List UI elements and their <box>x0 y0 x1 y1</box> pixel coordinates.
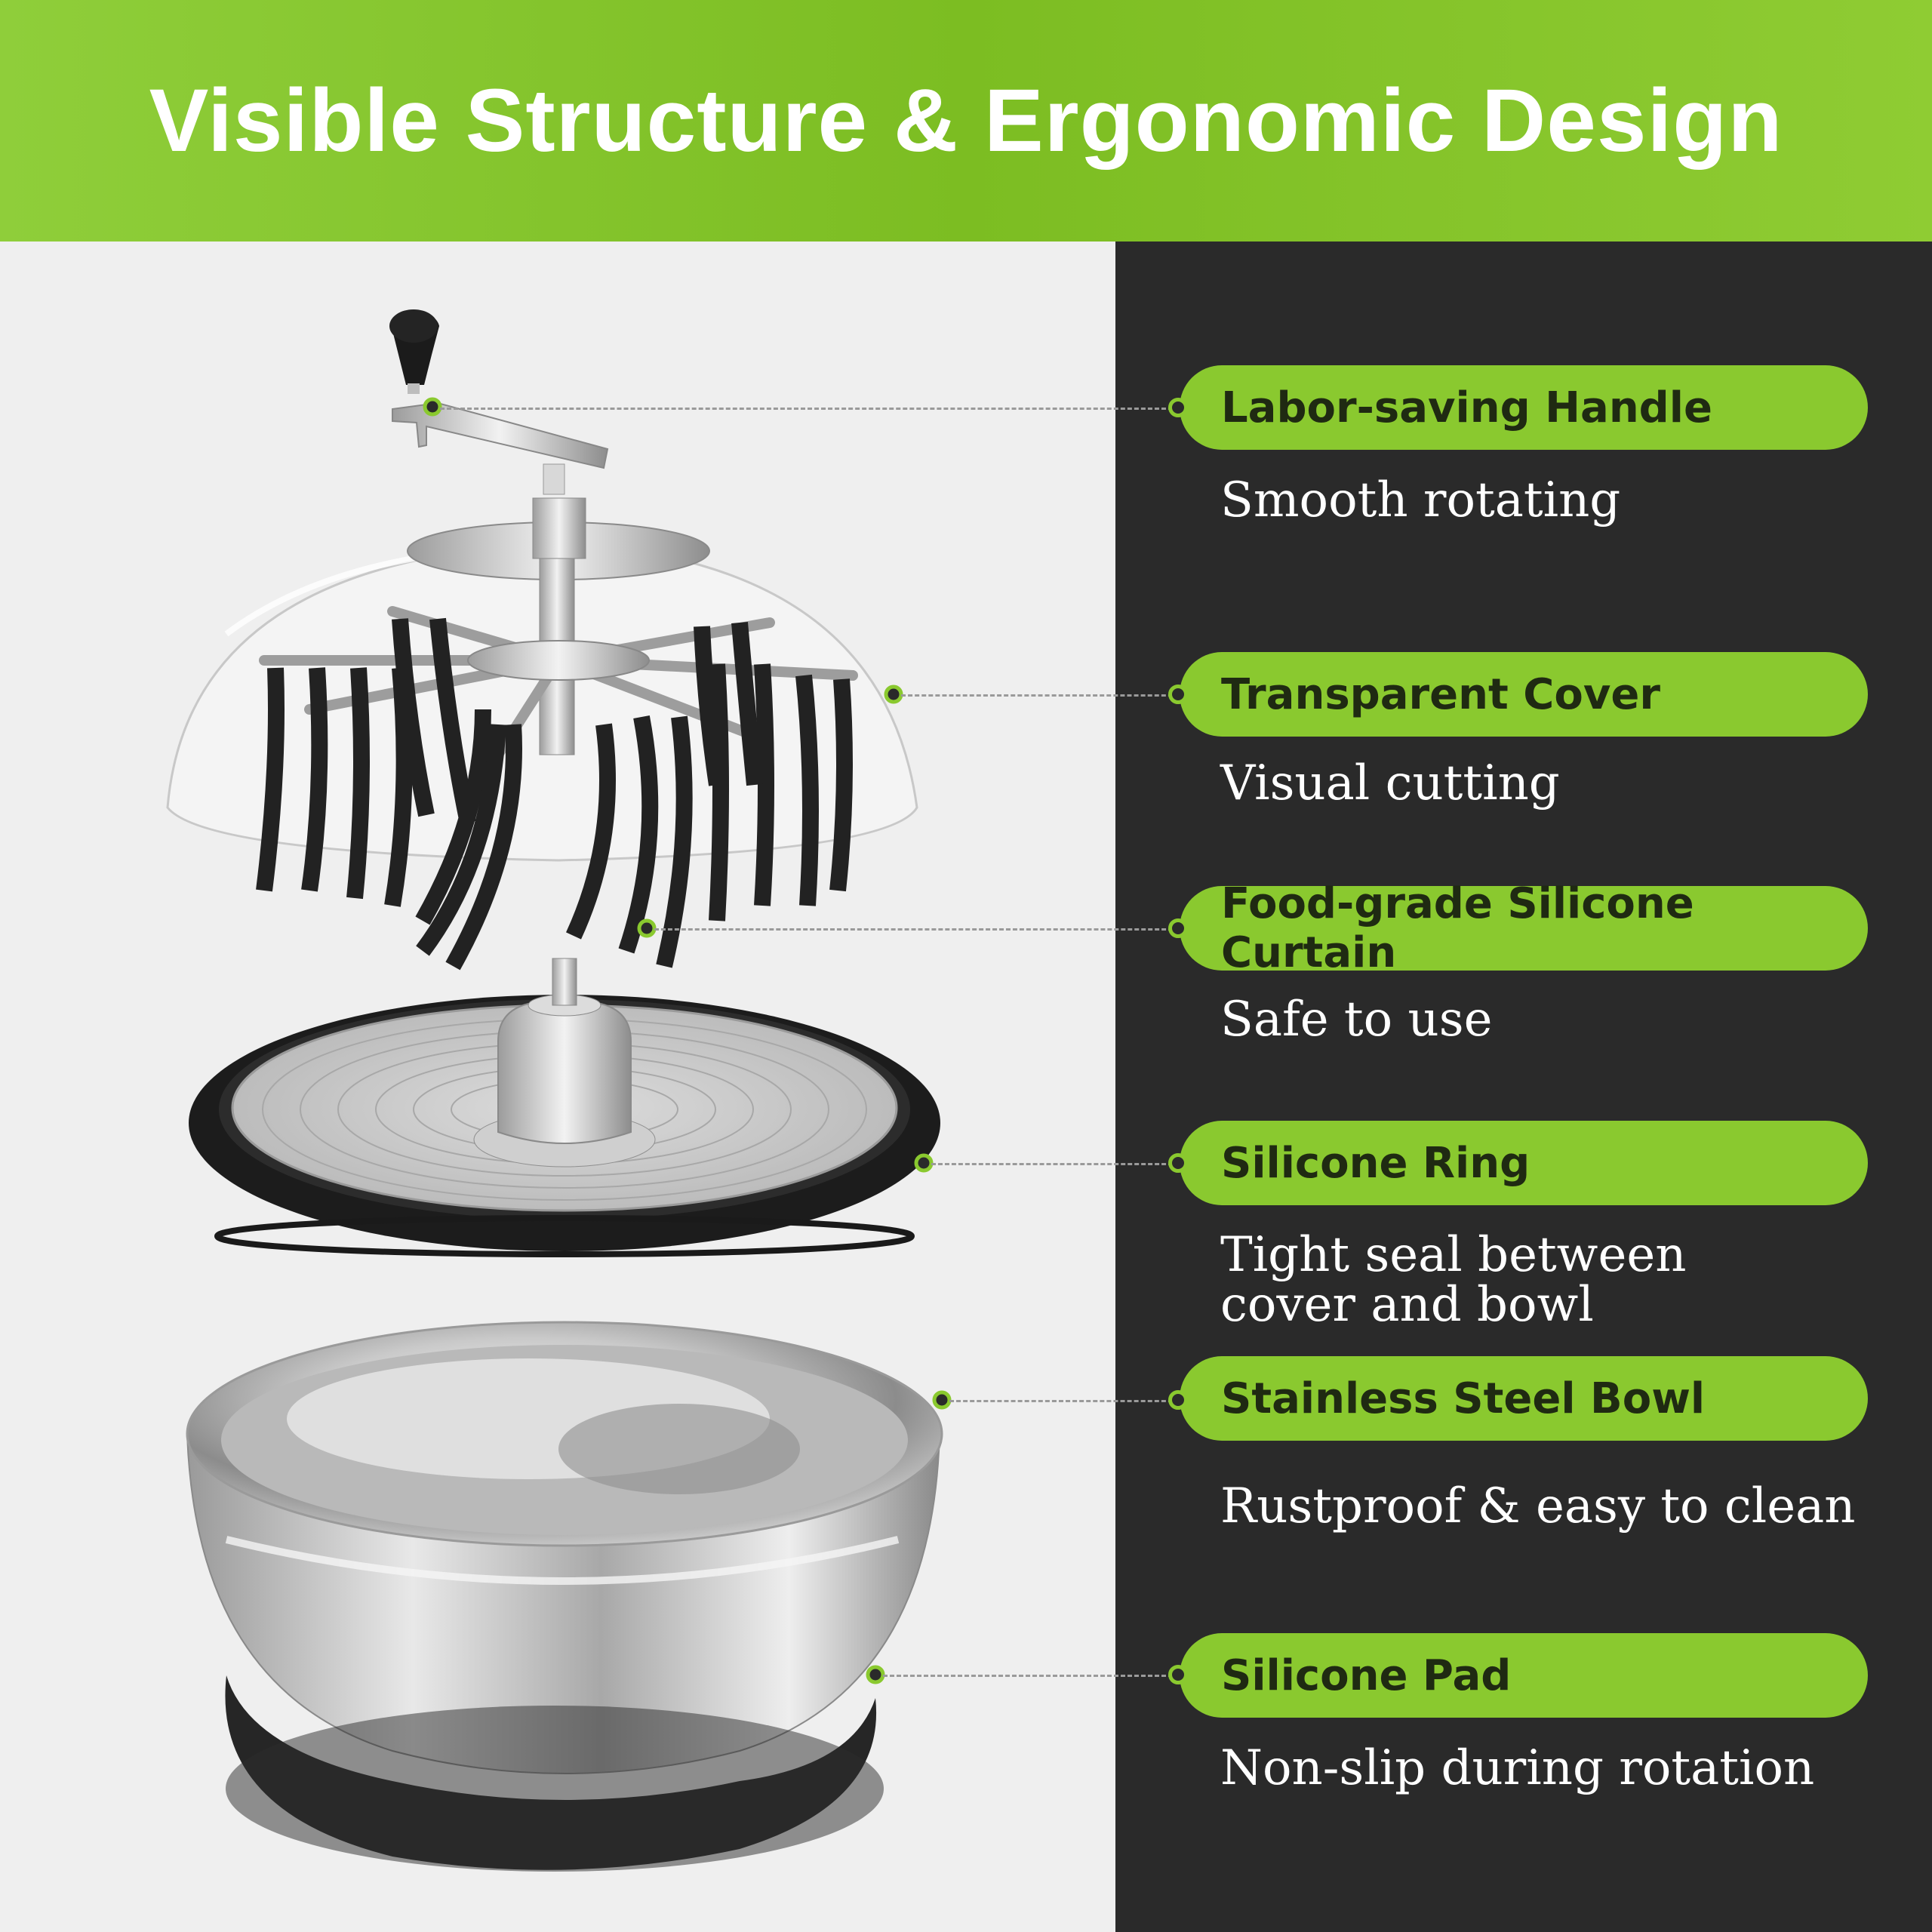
header-banner: Visible Structure & Ergonomic Design <box>0 0 1932 242</box>
cover-part <box>166 497 918 971</box>
feature-desc-bowl: Rustproof & easy to clean <box>1220 1478 1856 1534</box>
bullet-dot-icon <box>1168 1153 1188 1173</box>
page-title: Visible Structure & Ergonomic Design <box>149 71 1783 171</box>
bullet-dot-icon <box>1168 1390 1188 1410</box>
product-exploded-illustration <box>166 309 952 1872</box>
bullet-dot-icon <box>1168 918 1188 938</box>
feature-label-ring: Silicone Ring <box>1180 1121 1868 1205</box>
leader-line-cover <box>901 694 1180 697</box>
feature-desc-ring: Tight seal between cover and bowl <box>1220 1227 1687 1333</box>
feature-label-cover: Transparent Cover <box>1180 652 1868 737</box>
leader-line-pad <box>883 1675 1180 1677</box>
handle-part <box>389 309 609 495</box>
pad-part <box>225 1675 884 1872</box>
bowl-part <box>186 1321 943 1774</box>
feature-label-pad: Silicone Pad <box>1180 1633 1868 1718</box>
bullet-dot-icon <box>1168 398 1188 417</box>
leader-line-curtain <box>654 928 1180 931</box>
bullet-dot-icon <box>1168 1665 1188 1684</box>
feature-desc-pad: Non-slip during rotation <box>1220 1740 1815 1796</box>
feature-desc-curtain: Safe to use <box>1220 992 1493 1048</box>
bullet-dot-icon <box>1168 685 1188 704</box>
feature-label-bowl: Stainless Steel Bowl <box>1180 1356 1868 1441</box>
leader-line-ring <box>931 1163 1180 1165</box>
leader-line-handle <box>440 408 1180 410</box>
leader-line-bowl <box>949 1400 1180 1402</box>
feature-label-handle: Labor-saving Handle <box>1180 365 1868 450</box>
feature-label-curtain: Food-grade Silicone Curtain <box>1180 879 1868 977</box>
feature-desc-handle: Smooth rotating <box>1220 472 1621 528</box>
feature-desc-cover: Visual cutting <box>1220 755 1560 811</box>
ring-part <box>189 958 940 1257</box>
